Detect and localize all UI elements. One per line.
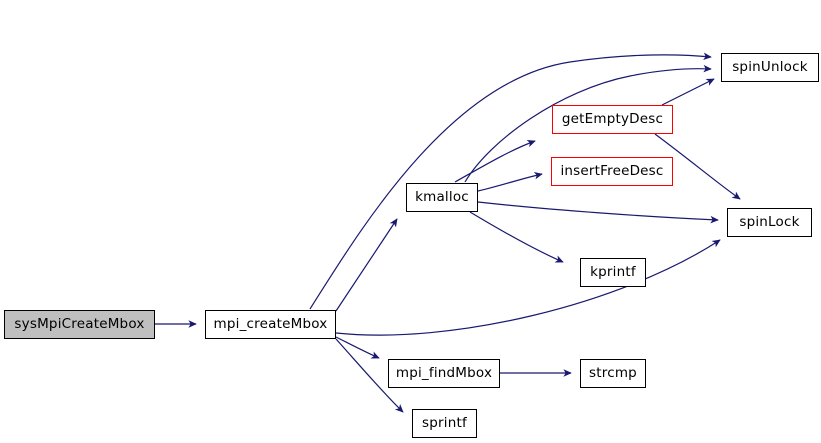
edge-mpi_createMbox-to-spinLock: [335, 239, 721, 336]
node-spinLock[interactable]: spinLock: [727, 208, 812, 237]
node-strcmp[interactable]: strcmp: [580, 359, 646, 388]
node-label: spinLock: [739, 213, 800, 230]
node-kprintf[interactable]: kprintf: [580, 258, 646, 287]
edge-getEmptyDesc-to-spinUnlock: [661, 78, 715, 106]
node-label: strcmp: [589, 364, 637, 381]
node-sysMpiCreateMbox[interactable]: sysMpiCreateMbox: [4, 310, 155, 339]
node-label: mpi_findMbox: [395, 364, 493, 381]
edge-mpi_createMbox-to-kmalloc: [335, 218, 398, 312]
edge-mpi_createMbox-to-sprintf: [335, 338, 404, 413]
node-kmalloc[interactable]: kmalloc: [406, 183, 478, 212]
edge-kmalloc-to-spinLock: [477, 201, 719, 224]
node-label: getEmptyDesc: [561, 110, 664, 127]
node-label: spinUnlock: [732, 58, 808, 75]
node-getEmptyDesc[interactable]: getEmptyDesc: [552, 105, 673, 134]
node-label: mpi_createMbox: [213, 315, 328, 332]
edge-kmalloc-to-insertFreeDesc: [477, 171, 543, 192]
node-mpi_findMbox[interactable]: mpi_findMbox: [388, 359, 500, 388]
node-insertFreeDesc[interactable]: insertFreeDesc: [551, 157, 673, 186]
edge-kmalloc-to-kprintf: [469, 211, 564, 263]
edge-kmalloc-to-getEmptyDesc: [454, 140, 536, 183]
node-sprintf[interactable]: sprintf: [412, 409, 477, 438]
node-label: kprintf: [590, 263, 636, 280]
edge-getEmptyDesc-to-spinLock: [654, 133, 741, 200]
node-label: kmalloc: [415, 188, 469, 205]
node-spinUnlock[interactable]: spinUnlock: [721, 53, 819, 82]
edge-mpi_createMbox-to-mpi_findMbox: [335, 336, 380, 359]
node-label: insertFreeDesc: [560, 162, 664, 179]
edge-kmalloc-to-spinUnlock: [464, 64, 712, 183]
node-label: sprintf: [422, 414, 467, 431]
edge-mpi_createMbox-to-spinUnlock: [309, 52, 712, 310]
node-label: sysMpiCreateMbox: [14, 315, 145, 332]
edges: [155, 52, 741, 413]
node-mpi_createMbox[interactable]: mpi_createMbox: [205, 310, 336, 339]
